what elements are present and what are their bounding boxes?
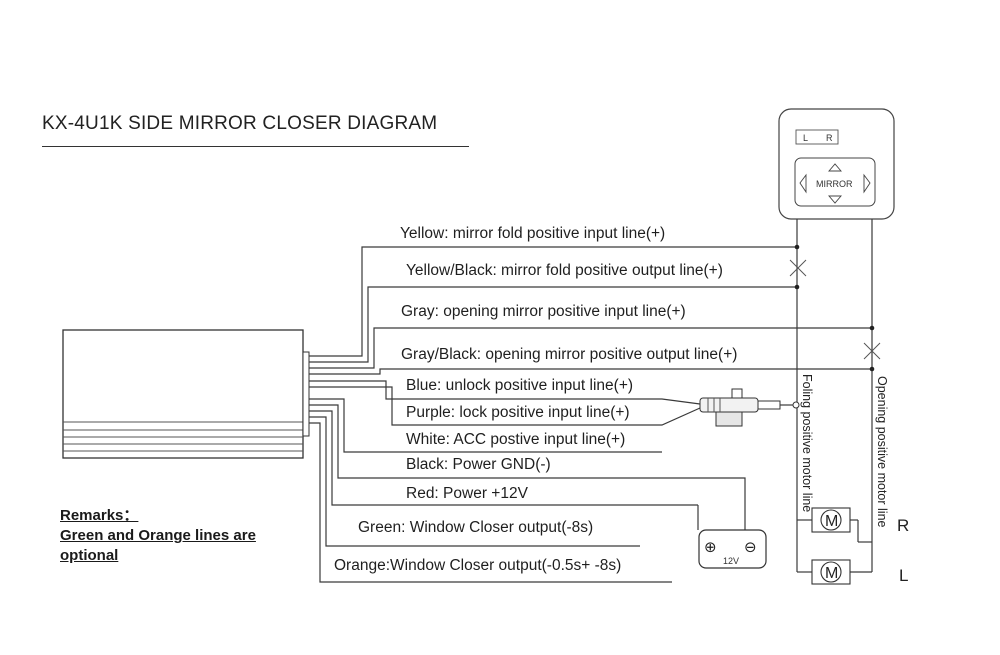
remarks-text-line2: optional xyxy=(60,547,119,564)
battery-12v: ⊕ ⊖ 12V xyxy=(698,529,767,569)
cut-mark-open xyxy=(863,342,881,360)
wire-yellow xyxy=(309,246,797,357)
wire-gray-black xyxy=(309,368,872,375)
battery-plus-icon: ⊕ xyxy=(704,538,717,556)
switch-left-label: L xyxy=(803,133,808,143)
motor-right: M xyxy=(811,507,851,533)
motor-right-label: R xyxy=(897,516,910,535)
title-underline xyxy=(42,146,469,147)
wire-label-yellow: Yellow: mirror fold positive input line(… xyxy=(400,225,666,242)
remarks-heading: Remarks： xyxy=(60,507,139,524)
open-motor-line xyxy=(850,219,873,573)
wire-gray xyxy=(309,327,872,369)
wire-red xyxy=(309,410,699,530)
remarks-text-line1: Green and Orange lines are xyxy=(60,527,256,544)
wire-label-orange: Orange:Window Closer output(-0.5s+ -8s) xyxy=(334,557,622,574)
junction-dot xyxy=(794,284,800,290)
control-module xyxy=(62,329,310,459)
wire-white xyxy=(309,398,662,453)
motor-left-label: L xyxy=(899,566,909,585)
wire-label-gray-black: Gray/Black: opening mirror positive outp… xyxy=(401,346,738,363)
wire-purple xyxy=(309,386,701,426)
battery-minus-icon: ⊖ xyxy=(744,538,757,556)
wire-black xyxy=(309,404,746,530)
wire-label-green: Green: Window Closer output(-8s) xyxy=(358,519,594,536)
wire-label-gray: Gray: opening mirror positive input line… xyxy=(401,303,686,320)
junction-dot xyxy=(869,325,875,331)
diagram-title: KX-4U1K SIDE MIRROR CLOSER DIAGRAM xyxy=(42,113,438,134)
open-motor-line-label: Opening positive motor line xyxy=(875,376,889,528)
wire-orange xyxy=(309,422,672,583)
motor-symbol: M xyxy=(825,513,838,530)
switch-mirror-label: MIRROR xyxy=(816,179,853,189)
junction-dot xyxy=(794,244,800,250)
wire-blue xyxy=(309,380,701,405)
remarks-note: Remarks： Green and Orange lines are opti… xyxy=(60,506,256,566)
wire-green xyxy=(309,416,640,547)
switch-right-label: R xyxy=(826,133,833,143)
wire-label-purple: Purple: lock positive input line(+) xyxy=(406,404,630,421)
mirror-switch: L R MIRROR xyxy=(778,108,895,220)
battery-voltage: 12V xyxy=(723,556,739,566)
wire-label-white: White: ACC postive input line(+) xyxy=(406,431,626,448)
wire-label-black: Black: Power GND(-) xyxy=(406,456,551,473)
junction-dot xyxy=(869,366,875,372)
wire-label-yellow-black: Yellow/Black: mirror fold positive outpu… xyxy=(406,262,723,279)
motor-symbol: M xyxy=(825,565,838,582)
motor-left: M xyxy=(811,559,851,585)
wire-yellow-black xyxy=(309,286,797,363)
wire-label-red: Red: Power +12V xyxy=(406,485,528,502)
wire-label-blue: Blue: unlock positive input line(+) xyxy=(406,377,634,394)
cut-mark-fold xyxy=(789,259,807,277)
fold-motor-line-label: Foling positive motor line xyxy=(800,374,814,512)
door-lock-actuator xyxy=(699,388,800,427)
